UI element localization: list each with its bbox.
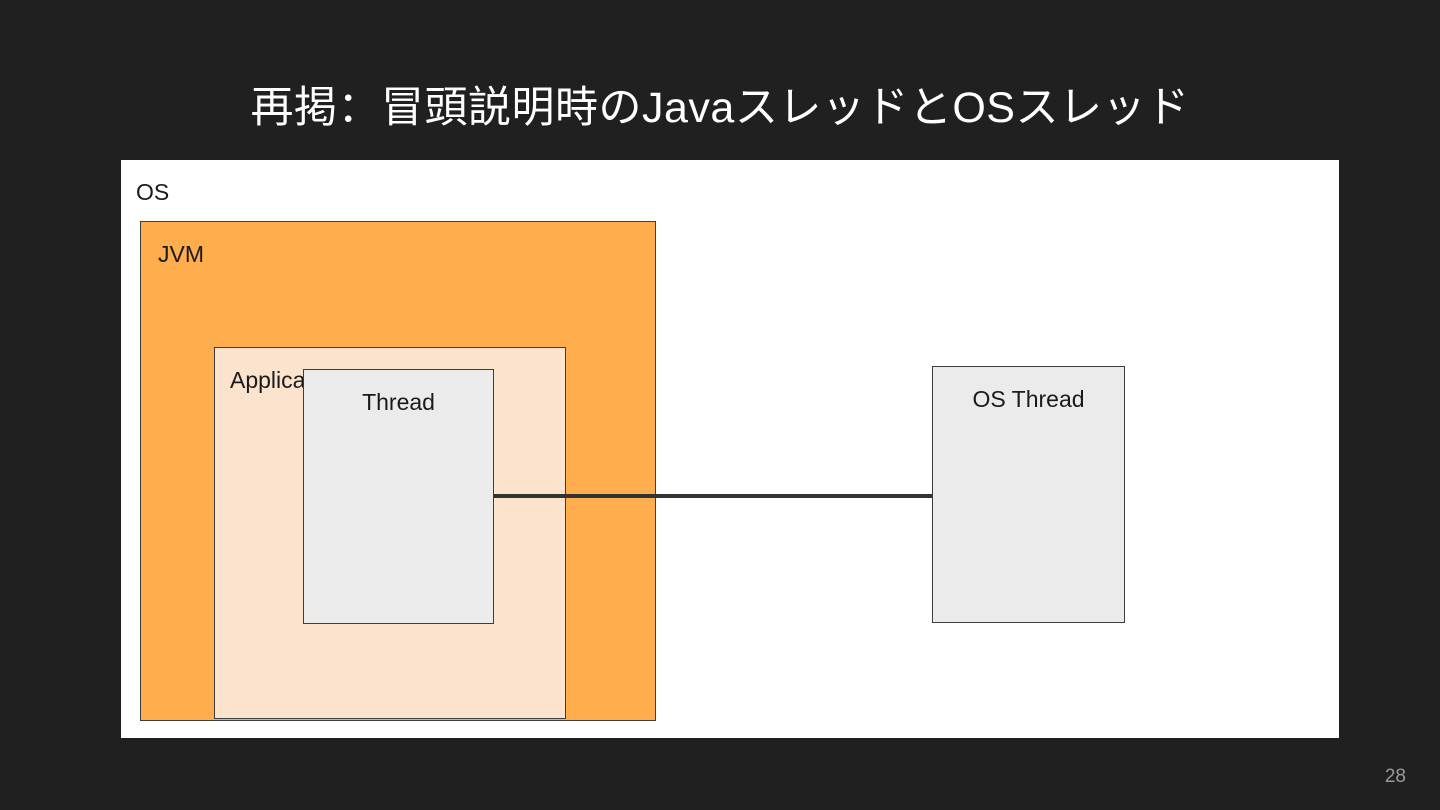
java-thread-label: Thread: [362, 389, 435, 415]
os-thread-node: OS Thread: [932, 366, 1125, 623]
java-thread-node: Thread: [303, 369, 494, 624]
page-number: 28: [1384, 766, 1406, 787]
os-thread-label: OS Thread: [972, 386, 1085, 412]
page-title: 再掲：冒頭説明時のJavaスレッドとOSスレッド: [250, 84, 1190, 132]
os-container: OS JVM Application Thread OS Thread: [121, 160, 1339, 738]
jvm-label: JVM: [158, 241, 204, 267]
os-label: OS: [136, 179, 170, 205]
thread-mapping-connector: [494, 494, 932, 498]
